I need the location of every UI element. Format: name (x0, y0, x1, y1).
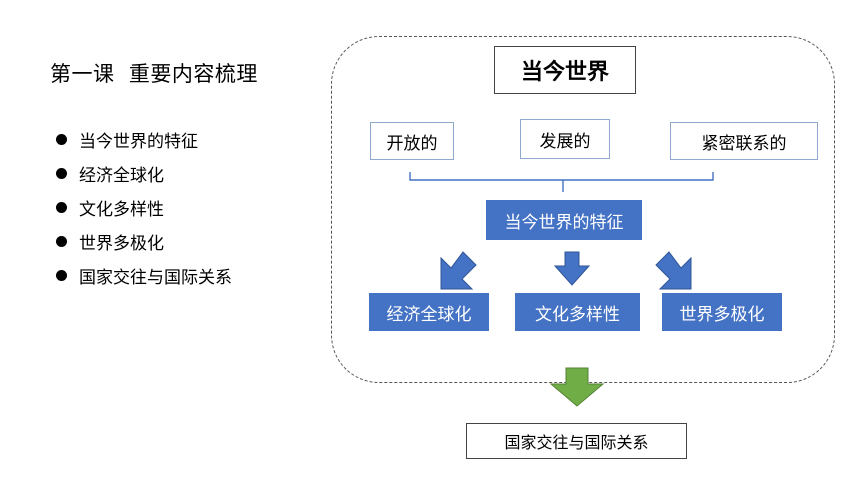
trend-globalization-box: 经济全球化 (369, 293, 489, 331)
list-item-text: 国家交往与国际关系 (79, 267, 232, 288)
summary-list: 当今世界的特征 经济全球化 文化多样性 世界多极化 国家交往与国际关系 (56, 122, 232, 292)
arrow-right-down-icon (655, 251, 692, 290)
bullet-icon (56, 269, 67, 281)
list-item-text: 世界多极化 (79, 233, 164, 254)
result-box: 国家交往与国际关系 (466, 423, 687, 459)
diagram-top-box: 当今世界 (494, 46, 636, 94)
trend-diversity-box: 文化多样性 (515, 293, 640, 331)
bullet-icon (56, 235, 67, 247)
characteristic-open-box: 开放的 (370, 122, 454, 160)
bullet-icon (56, 167, 67, 179)
list-item: 世界多极化 (56, 224, 232, 258)
list-item-text: 当今世界的特征 (79, 131, 198, 152)
list-item: 国家交往与国际关系 (56, 258, 232, 292)
center-feature-box: 当今世界的特征 (486, 200, 642, 240)
trend-multipolarity-box: 世界多极化 (662, 293, 782, 331)
bullet-icon (56, 201, 67, 213)
grouping-bracket (409, 172, 714, 192)
arrow-down-icon (553, 251, 591, 286)
characteristic-developing-box: 发展的 (520, 119, 610, 159)
arrow-left-down-icon (440, 251, 477, 290)
list-item-text: 文化多样性 (79, 199, 164, 220)
lesson-title: 第一课 重要内容梳理 (50, 62, 258, 86)
characteristic-connected-box: 紧密联系的 (670, 122, 818, 160)
green-down-arrow-icon (549, 367, 605, 407)
bullet-icon (56, 133, 67, 145)
list-item-text: 经济全球化 (79, 165, 164, 186)
list-item: 文化多样性 (56, 190, 232, 224)
list-item: 经济全球化 (56, 156, 232, 190)
list-item: 当今世界的特征 (56, 122, 232, 156)
